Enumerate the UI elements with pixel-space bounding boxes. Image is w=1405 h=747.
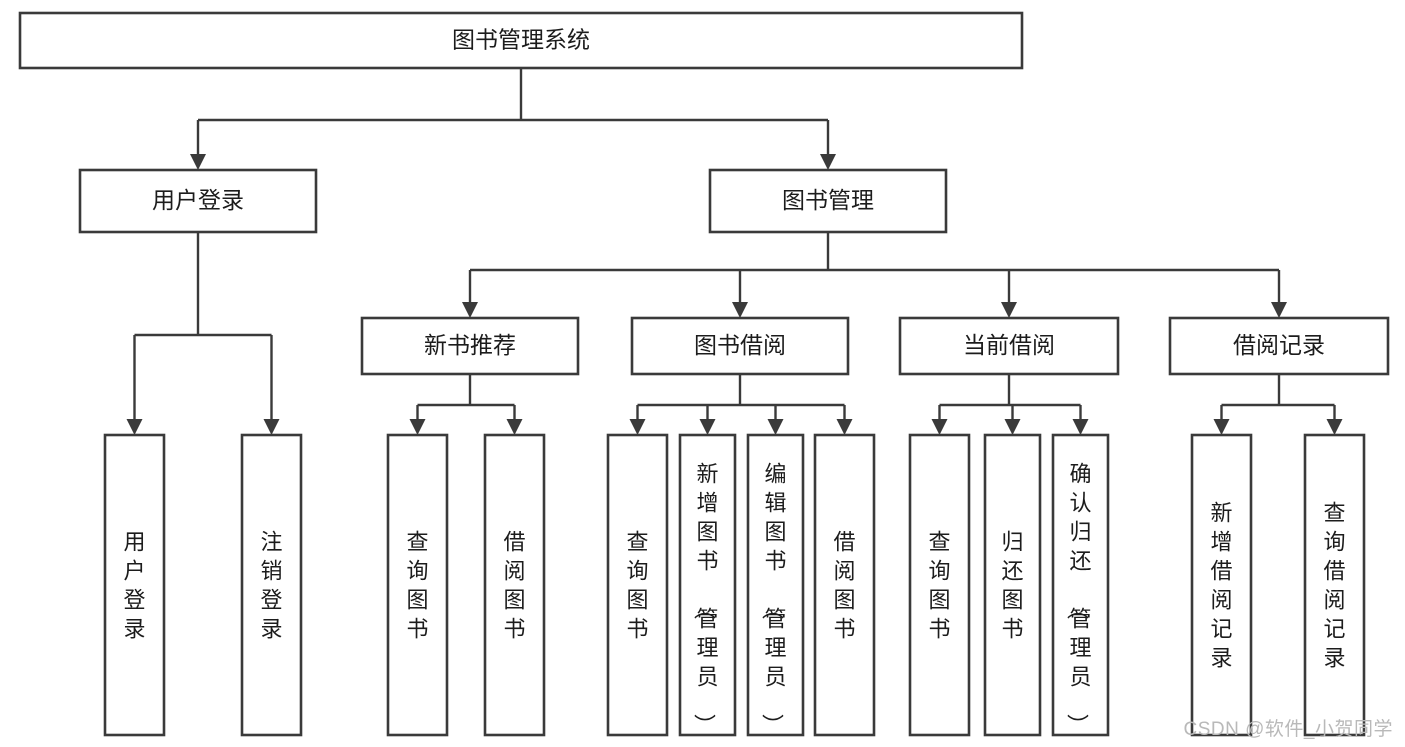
group-图书借阅-arrow-3 <box>836 419 853 435</box>
leaf-node-1-rect <box>240 433 303 737</box>
connector-lines <box>126 68 1343 435</box>
root-to-level2-arrow-1 <box>820 154 836 170</box>
level3-node-0-rect <box>360 316 580 376</box>
bookmgmt-to-level3-arrow-0 <box>462 302 478 318</box>
group-当前借阅-arrow-2 <box>1072 419 1089 435</box>
bookmgmt-to-level3-arrow-2 <box>1001 302 1017 318</box>
leaf-node-4-label: 查询图书 <box>626 530 648 642</box>
level3-node-3-rect <box>1168 316 1390 376</box>
root-node-book-management-system[interactable]: 图书管理系统 <box>18 11 1024 70</box>
bookmgmt-to-level3-arrow-3 <box>1271 302 1287 318</box>
leaf-node-6-rect <box>746 433 805 737</box>
leaf-node-8[interactable]: 查询图书 <box>908 433 971 737</box>
leaf-node-10-rect <box>1051 433 1110 737</box>
group-图书借阅-arrow-0 <box>629 419 646 435</box>
level3-node-1-label: 图书借阅 <box>694 332 786 358</box>
group-新书推荐-arrow-0 <box>409 419 426 435</box>
level2-node-0[interactable]: 用户登录 <box>78 168 318 234</box>
leaf-node-3-label: 借阅图书 <box>503 530 525 642</box>
leaf-node-8-rect <box>908 433 971 737</box>
leaf-node-5[interactable]: 新增图书（管理员） <box>678 433 737 737</box>
leaf-node-2-rect <box>386 433 449 737</box>
leaf-node-0-label: 用户登录 <box>123 530 145 642</box>
leaf-node-3-rect <box>483 433 546 737</box>
level2-node-1-label: 图书管理 <box>782 187 874 213</box>
leaf-node-12-label: 查询借阅记录 <box>1323 501 1345 671</box>
leaf-node-10-label: 确认归还（管理员） <box>1064 462 1091 736</box>
level3-node-1-rect <box>630 316 850 376</box>
level2-node-1[interactable]: 图书管理 <box>708 168 948 234</box>
leaf-node-7[interactable]: 借阅图书 <box>813 433 876 737</box>
leaf-node-11-label: 新增借阅记录 <box>1210 501 1232 671</box>
group-借阅记录-arrow-0 <box>1213 419 1230 435</box>
csdn-watermark: CSDN @软件_小贺同学 <box>1183 719 1393 740</box>
level3-node-3-label: 借阅记录 <box>1233 332 1325 358</box>
leaf-node-2-label: 查询图书 <box>406 530 428 642</box>
group-图书借阅-arrow-2 <box>767 419 784 435</box>
root-node-book-management-system-label: 图书管理系统 <box>452 27 590 53</box>
bookmgmt-to-level3-arrow-1 <box>732 302 748 318</box>
group-当前借阅-arrow-1 <box>1004 419 1021 435</box>
leaf-node-5-rect <box>678 433 737 737</box>
leaf-node-1-label: 注销登录 <box>260 530 282 642</box>
leaf-node-3[interactable]: 借阅图书 <box>483 433 546 737</box>
leaf-node-4[interactable]: 查询图书 <box>606 433 669 737</box>
leaf-node-12[interactable]: 查询借阅记录 <box>1303 433 1366 737</box>
group-用户登录-arrow-0 <box>126 419 143 435</box>
leaf-node-2[interactable]: 查询图书 <box>386 433 449 737</box>
leaf-node-11[interactable]: 新增借阅记录 <box>1190 433 1253 737</box>
level2-node-1-rect <box>708 168 948 234</box>
level2-node-0-rect <box>78 168 318 234</box>
leaf-node-12-rect <box>1303 433 1366 737</box>
leaf-node-8-label: 查询图书 <box>928 530 950 642</box>
level3-node-1[interactable]: 图书借阅 <box>630 316 850 376</box>
leaf-node-0[interactable]: 用户登录 <box>103 433 166 737</box>
group-当前借阅-arrow-0 <box>931 419 948 435</box>
level2-node-0-label: 用户登录 <box>152 187 244 213</box>
level3-node-0-label: 新书推荐 <box>424 332 516 358</box>
level3-node-2[interactable]: 当前借阅 <box>898 316 1120 376</box>
level3-node-2-rect <box>898 316 1120 376</box>
group-图书借阅-arrow-1 <box>699 419 716 435</box>
level3-node-3[interactable]: 借阅记录 <box>1168 316 1390 376</box>
leaf-node-10[interactable]: 确认归还（管理员） <box>1051 433 1110 737</box>
leaf-node-5-label: 新增图书（管理员） <box>691 462 718 736</box>
group-用户登录-arrow-1 <box>263 419 280 435</box>
group-借阅记录-arrow-1 <box>1326 419 1343 435</box>
leaf-node-4-rect <box>606 433 669 737</box>
level3-node-0[interactable]: 新书推荐 <box>360 316 580 376</box>
group-新书推荐-arrow-1 <box>506 419 523 435</box>
leaf-node-9-rect <box>983 433 1042 737</box>
root-to-level2-arrow-0 <box>190 154 206 170</box>
leaf-node-1[interactable]: 注销登录 <box>240 433 303 737</box>
root-node-book-management-system-rect <box>18 11 1024 70</box>
leaf-node-0-rect <box>103 433 166 737</box>
leaf-node-7-label: 借阅图书 <box>833 530 855 642</box>
leaf-node-11-rect <box>1190 433 1253 737</box>
leaf-node-9[interactable]: 归还图书 <box>983 433 1042 737</box>
leaf-node-9-label: 归还图书 <box>1001 530 1023 642</box>
level3-node-2-label: 当前借阅 <box>963 332 1055 358</box>
leaf-node-7-rect <box>813 433 876 737</box>
leaf-node-6[interactable]: 编辑图书（管理员） <box>746 433 805 737</box>
leaf-node-6-label: 编辑图书（管理员） <box>759 462 786 736</box>
node-boxes: 图书管理系统用户登录图书管理新书推荐图书借阅当前借阅借阅记录用户登录注销登录查询… <box>18 11 1390 737</box>
